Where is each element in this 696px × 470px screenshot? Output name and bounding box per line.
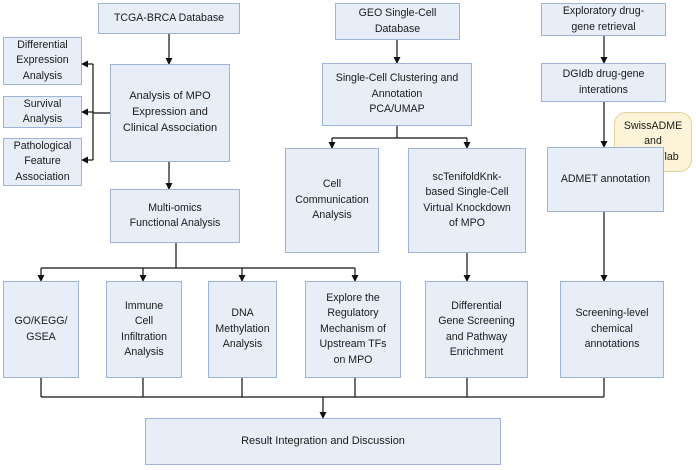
exploratory-drug-gene-box: Exploratory drug- gene retrieval — [541, 3, 666, 36]
tcga-brca-database-box: TCGA-BRCA Database — [98, 3, 240, 34]
result-integration-box: Result Integration and Discussion — [145, 418, 501, 465]
cell-communication-box: Cell Communication Analysis — [285, 148, 379, 253]
pathological-feature-box: Pathological Feature Association — [3, 138, 82, 186]
survival-analysis-box: Survival Analysis — [3, 96, 82, 128]
multi-omics-box: Multi-omics Functional Analysis — [110, 189, 240, 243]
differential-expression-box: Differential Expression Analysis — [3, 37, 82, 85]
go-kegg-gsea-box: GO/KEGG/ GSEA — [3, 281, 79, 378]
differential-gene-screening-box: Differential Gene Screening and Pathway … — [425, 281, 528, 378]
regulatory-mechanism-box: Explore the Regulatory Mechanism of Upst… — [305, 281, 401, 378]
screening-chemical-annotations-box: Screening-level chemical annotations — [560, 281, 664, 378]
mpo-clinical-association-box: Analysis of MPO Expression and Clinical … — [110, 64, 230, 162]
geo-single-cell-box: GEO Single-Cell Database — [335, 3, 460, 40]
dgidb-interactions-box: DGIdb drug-gene interations — [541, 63, 666, 102]
immune-infiltration-box: Immune Cell Infiltration Analysis — [106, 281, 182, 378]
dna-methylation-box: DNA Methylation Analysis — [208, 281, 277, 378]
virtual-knockdown-box: scTenifoldKnk- based Single-Cell Virtual… — [408, 148, 526, 253]
single-cell-clustering-box: Single-Cell Clustering and Annotation PC… — [322, 63, 472, 126]
admet-annotation-box: ADMET annotation — [547, 147, 664, 212]
